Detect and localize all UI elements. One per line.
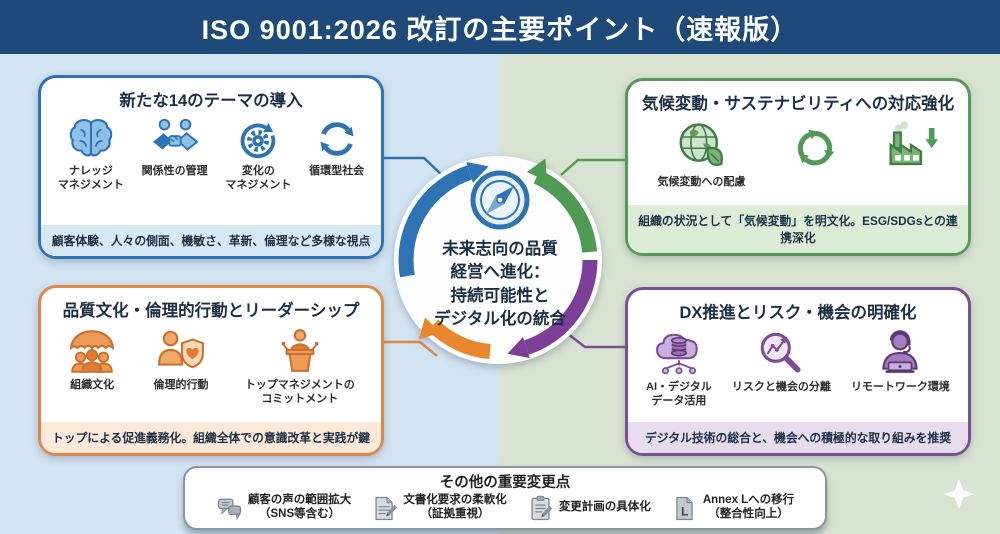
other-change-label: 変更計画の具体化: [558, 501, 651, 514]
remote-worker-icon: [882, 330, 919, 373]
cycle-arc-purple: [523, 259, 598, 355]
other-change-item: 変更計画の具体化: [527, 495, 651, 522]
sparkle-icon: [944, 479, 974, 509]
other-change-item: L Annex Lへの移行 （整合性向上）: [671, 494, 794, 522]
theme-item-label: ナレッジ マネジメント: [57, 165, 124, 191]
document-pencil-icon: [375, 496, 398, 520]
cycle-ring-background: [394, 156, 602, 364]
cloud-database-icon: [656, 333, 698, 375]
climate-item: [788, 119, 842, 176]
compass-icon: [470, 170, 530, 230]
cycle-arrow-blue: [466, 162, 489, 183]
umbrella-people-icon: [70, 330, 115, 373]
other-change-item: 顧客の声の範囲拡大 （SNS等含む）: [216, 494, 352, 522]
cycle-arc-orange: [427, 319, 491, 360]
card-title: 新たな14のテーマの導入: [119, 92, 303, 110]
center-line: 未来志向の品質: [442, 240, 558, 258]
culture-item: 倫理的行動: [153, 326, 208, 393]
cycle-arrow-green: [526, 158, 547, 182]
theme-item: 循環型社会: [309, 116, 364, 179]
theme-item-label: 循環型社会: [309, 165, 365, 177]
theme-item: 変化の マネジメント: [225, 116, 291, 193]
card-new-themes: 新たな14のテーマの導入 ナレッジ マネジメント: [38, 75, 384, 259]
dx-item-label: AI・デジタル データ活用: [646, 381, 712, 407]
globe-leaf-icon: [679, 123, 724, 166]
theme-item-label: 変化の マネジメント: [225, 165, 292, 191]
culture-item-label: トップマネジメントの コミットメント: [244, 379, 355, 405]
center-line: 経営へ進化：: [450, 263, 550, 282]
culture-item-label: 倫理的行動: [153, 379, 209, 391]
culture-item: トップマネジメントの コミットメント: [245, 326, 355, 407]
cycle-arrow-purple: [507, 337, 530, 358]
connector-top-right: [560, 158, 625, 176]
person-shield-heart-icon: [158, 330, 204, 369]
circular-arrows-icon: [314, 122, 354, 162]
dx-item-label: リモートワーク環境: [850, 381, 950, 393]
culture-item: 組織文化: [67, 326, 117, 393]
card-title: DX推進とリスク・機会の明確化: [679, 304, 917, 322]
cycle-ring: [394, 156, 602, 364]
change-cycle-gear-icon: [241, 122, 276, 159]
connector-bottom-right: [567, 333, 625, 349]
theme-item: ナレッジ マネジメント: [58, 116, 124, 193]
card-climate: 気候変動・サステナビリティへの対応強化 気候変動への配慮: [625, 78, 971, 256]
cycle-arc-blue: [398, 165, 473, 278]
card-note: 組織の状況として「気候変動」を明文化。ESG/SDGsとの連携深化: [628, 205, 968, 253]
card-title: 品質文化・倫理的行動とリーダーシップ: [62, 302, 360, 320]
connector-top-left: [378, 156, 444, 177]
card-culture-leadership: 品質文化・倫理的行動とリーダーシップ 組織文化: [38, 285, 384, 456]
card-title: 気候変動・サステナビリティへの対応強化: [641, 95, 955, 113]
dx-item-label: リスクと機会の分離: [731, 381, 831, 393]
handshake-icon: [152, 118, 198, 151]
center-line: 持続可能性と: [450, 286, 550, 305]
other-change-label: 文書化要求の柔軟化 （証拠重視）: [403, 494, 507, 520]
other-change-label: Annex Lへの移行 （整合性向上）: [702, 494, 795, 520]
card-note: 顧客体験、人々の側面、機敏さ、革新、倫理など多様な視点: [41, 225, 381, 256]
dx-item: AI・デジタル データ活用: [646, 328, 712, 409]
cycle-arrow-orange: [418, 317, 441, 340]
factory-emission-icon: [889, 121, 938, 166]
theme-item: 関係性の管理: [142, 116, 208, 179]
dx-item: リモートワーク環境: [851, 328, 950, 395]
clipboard-pencil-icon: [531, 495, 553, 520]
other-change-item: 文書化要求の柔軟化 （証拠重視）: [371, 494, 507, 522]
page-title: ISO 9001:2026 改訂の主要ポイント（速報版）: [201, 14, 799, 45]
connector-bottom-left: [378, 340, 438, 357]
dx-item: リスクと機会の分離: [732, 328, 831, 395]
card-other-changes: その他の重要変更点 顧客の声の範囲拡大 （SNS等含む）: [183, 466, 827, 530]
speech-bubbles-icon: [217, 498, 241, 520]
brain-icon: [69, 119, 113, 157]
climate-item: [885, 119, 939, 176]
header-banner: ISO 9001:2026 改訂の主要ポイント（速報版）: [0, 0, 1000, 54]
annex-l-document-icon: L: [676, 496, 693, 520]
other-change-label: 顧客の声の範囲拡大 （SNS等含む）: [247, 494, 352, 520]
climate-item: 気候変動への配慮: [657, 119, 745, 190]
card-dx-risk: DX推進とリスク・機会の明確化 AI・デジタル データ活用: [625, 287, 971, 456]
svg-text:L: L: [681, 504, 688, 518]
magnifier-trend-icon: [761, 332, 801, 373]
theme-item-label: 関係性の管理: [141, 165, 208, 177]
center-line: デジタル化の統合: [434, 310, 566, 329]
podium-speaker-icon: [281, 329, 319, 372]
culture-item-label: 組織文化: [70, 379, 115, 391]
other-changes-title: その他の重要変更点: [439, 475, 571, 491]
card-note: トップによる促進義務化。組織全体での意識改革と実践が鍵: [41, 422, 381, 453]
card-note: デジタル技術の総合と、機会への積極的な取り組みを推奨: [628, 422, 968, 453]
climate-item-label: 気候変動への配慮: [657, 176, 746, 188]
cycle-arc-green: [533, 169, 598, 253]
center-message: 未来志向の品質 経営へ進化： 持続可能性と デジタル化の統合: [400, 238, 600, 332]
recycle-icon: [788, 119, 842, 173]
